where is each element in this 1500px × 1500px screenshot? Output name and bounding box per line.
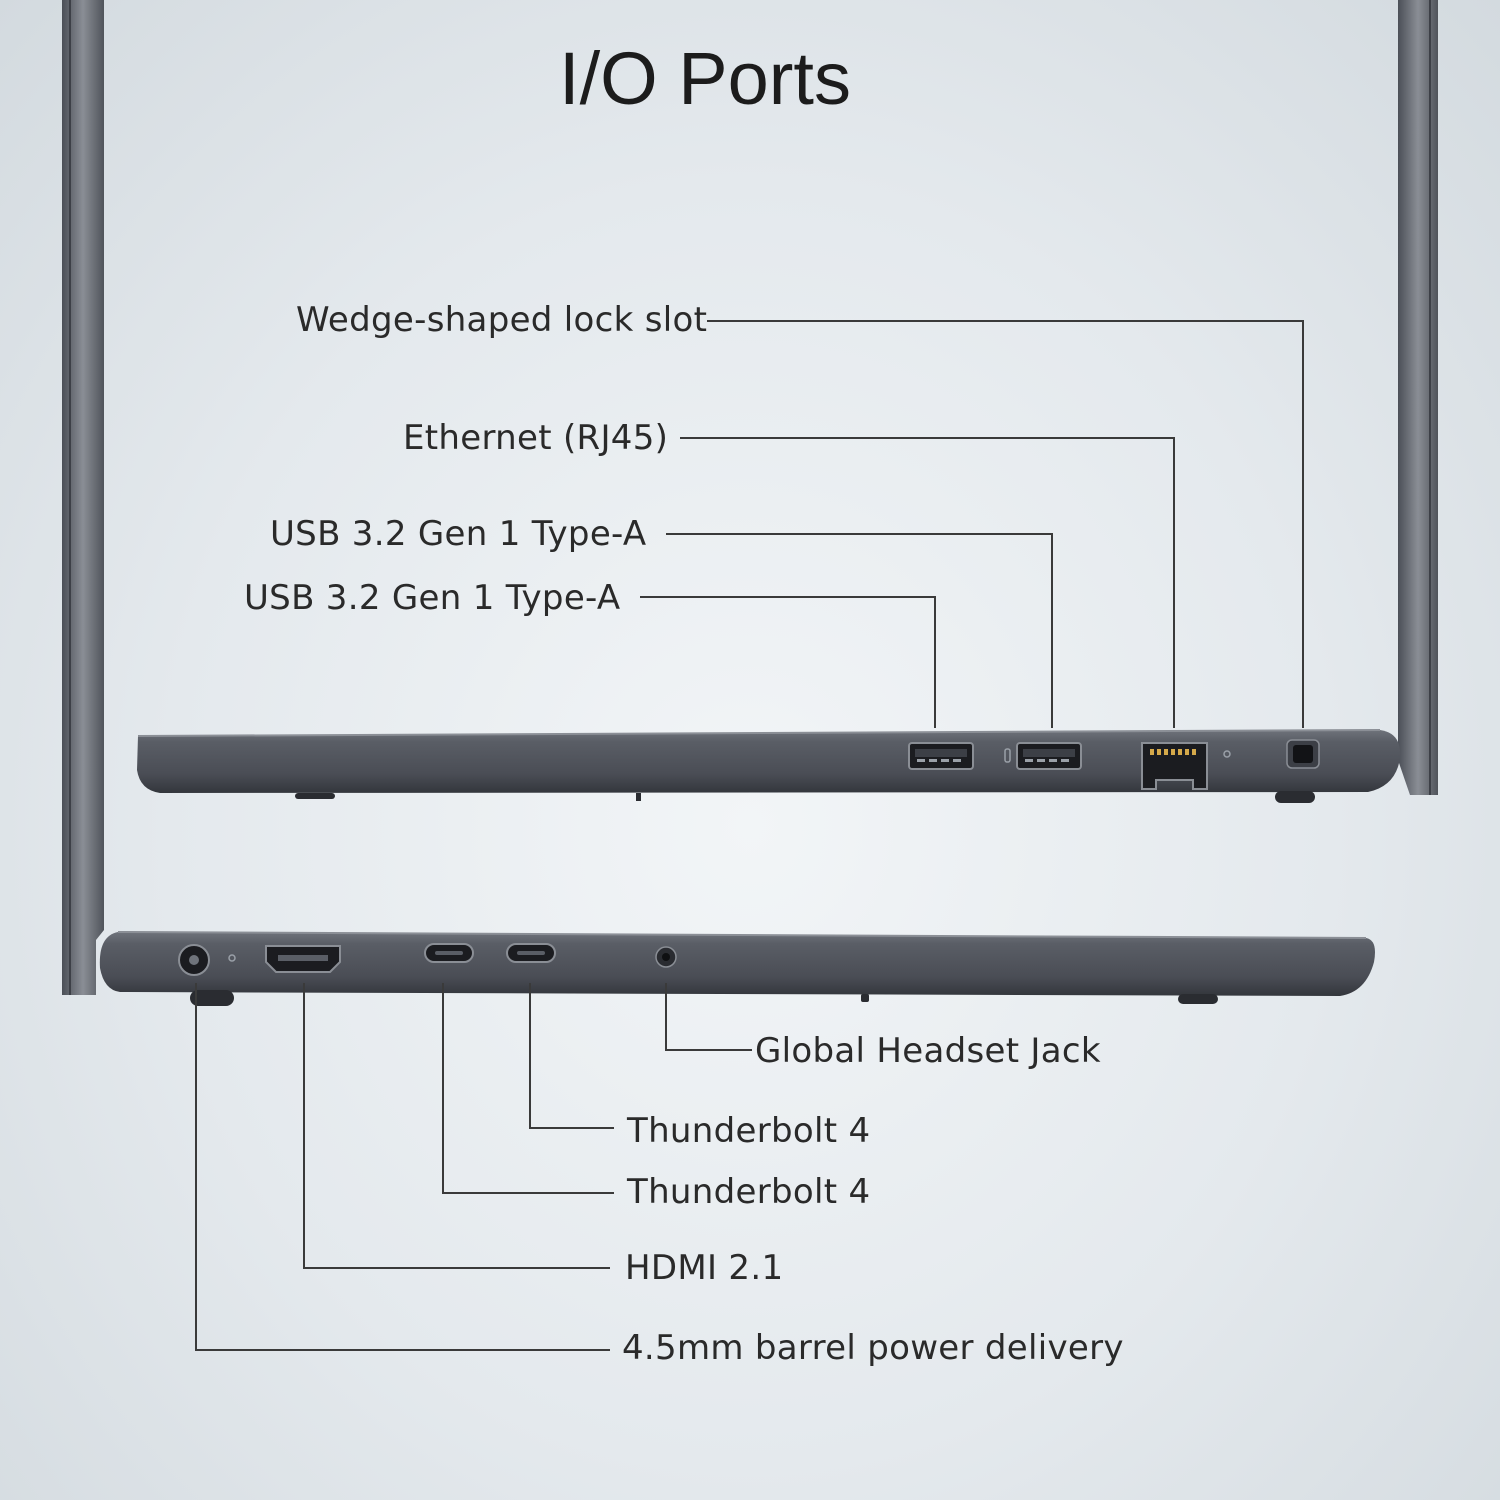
lock-slot-icon [1286, 739, 1320, 769]
leader-line-ethernet [680, 437, 1175, 728]
leader-line-usb-a-1 [666, 533, 1053, 728]
thunderbolt-port-icon [424, 943, 474, 963]
led-indicator [1004, 748, 1011, 763]
usb-a-port-icon [908, 742, 974, 770]
label-thunderbolt-2: Thunderbolt 4 [627, 1172, 871, 1212]
lower-laptop-base [99, 931, 1375, 1006]
usb-a-port-icon [1016, 742, 1082, 770]
upper-laptop-base [137, 729, 1401, 803]
thunderbolt-port-icon [506, 943, 556, 963]
label-lock-slot: Wedge-shaped lock slot [296, 300, 708, 340]
leader-line-tb4-2 [442, 983, 614, 1194]
ethernet-port-icon [1141, 742, 1208, 790]
hdmi-port-icon [265, 945, 341, 973]
label-headset-jack: Global Headset Jack [755, 1031, 1101, 1071]
label-ethernet: Ethernet (RJ45) [403, 418, 669, 458]
label-hdmi: HDMI 2.1 [625, 1248, 784, 1288]
leader-line-hdmi [303, 983, 610, 1269]
power-light [228, 954, 236, 962]
label-thunderbolt-1: Thunderbolt 4 [627, 1111, 871, 1151]
headset-jack-icon [655, 946, 677, 968]
leader-line-usb-a-2 [640, 596, 936, 728]
left-lid [62, 0, 104, 995]
leader-lines [195, 320, 1304, 1351]
barrel-power-port-icon [178, 944, 210, 976]
leader-line-headset [665, 983, 752, 1051]
leader-line-tb4-1 [529, 983, 614, 1129]
label-usb-a-2: USB 3.2 Gen 1 Type-A [244, 578, 621, 618]
status-light [1223, 750, 1231, 758]
label-usb-a-1: USB 3.2 Gen 1 Type-A [270, 514, 647, 554]
leader-line-power [195, 983, 610, 1351]
right-lid [1398, 0, 1438, 795]
leader-line-lock [707, 320, 1304, 728]
page-title: I/O Ports [559, 37, 851, 120]
label-power: 4.5mm barrel power delivery [622, 1328, 1124, 1368]
